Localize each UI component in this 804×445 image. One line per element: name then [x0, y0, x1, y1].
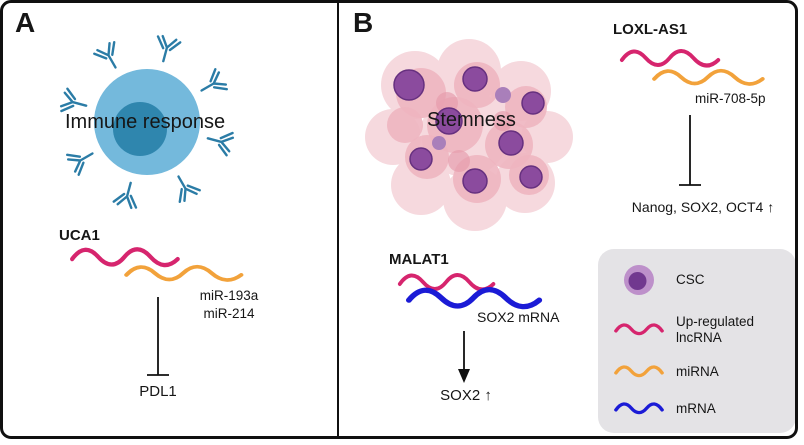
- pdl1-label: PDL1: [139, 383, 177, 400]
- immune-cell-illustration: [58, 33, 236, 211]
- inhibition-tbar-icon: [147, 297, 169, 376]
- sox2-mrna-wave-icon: [405, 287, 543, 310]
- mirna-labels: miR-193a miR-214: [181, 287, 277, 323]
- loxl-lncrna-wave-icon: [619, 49, 721, 68]
- mirna-wave-icon: [612, 362, 666, 382]
- sox2-label: SOX2 ↑: [431, 387, 501, 404]
- uca1-mirna-wave-icon: [124, 264, 244, 282]
- mir-193a-label: miR-193a: [199, 288, 259, 303]
- legend-label-lncrna: Up-regulated lncRNA: [676, 313, 755, 345]
- panel-b-label: B: [353, 7, 374, 38]
- legend-item-mirna: miRNA: [612, 362, 782, 382]
- stem-cell-cluster-illustration: [365, 39, 573, 231]
- legend-item-csc: CSC: [612, 263, 782, 297]
- loxl-as1-label: LOXL-AS1: [613, 21, 688, 38]
- malat1-lncrna-wave-icon: [397, 273, 496, 292]
- sox2-text: SOX2: [440, 387, 481, 404]
- legend-item-mrna: mRNA: [612, 399, 782, 419]
- figure-panel: A Immune response UCA1 miR-193a: [0, 0, 798, 439]
- up-arrow: ↑: [767, 199, 775, 215]
- panel-a: A Immune response UCA1 miR-193a: [3, 3, 337, 436]
- panel-a-label: A: [15, 7, 36, 38]
- mrna-wave-icon: [612, 399, 666, 419]
- mir-708-5p-label: miR-708-5p: [695, 91, 766, 106]
- mir-214-label: miR-214: [203, 306, 255, 322]
- sox2-mrna-label: SOX2 mRNA: [477, 309, 560, 325]
- induction-arrow-icon: [458, 331, 470, 383]
- upregulated-lncrna-wave-icon: [612, 320, 666, 340]
- uca1-lncrna-wave-icon: [70, 247, 180, 268]
- csc-cell-icon: [612, 263, 666, 297]
- loxl-targets-label: Nanog, SOX2, OCT4 ↑: [607, 199, 795, 215]
- panel-b: B Stemness LOXL-AS1: [339, 3, 795, 436]
- immune-response-caption: Immune response: [65, 111, 226, 133]
- legend-label-csc: CSC: [676, 271, 705, 287]
- panel-divider: [337, 3, 339, 436]
- loxl-targets-text: Nanog, SOX2, OCT4: [631, 199, 764, 215]
- uca1-label: UCA1: [59, 227, 100, 244]
- legend: CSC Up-regulated lncRNA miRNA mRNA: [598, 249, 795, 433]
- inhibition-tbar-icon: [679, 115, 701, 186]
- loxl-mirna-wave-icon: [652, 68, 765, 86]
- malat1-label: MALAT1: [389, 251, 449, 268]
- up-arrow: ↑: [484, 387, 492, 404]
- legend-item-lncrna: Up-regulated lncRNA: [612, 314, 782, 346]
- stemness-caption: Stemness: [427, 109, 516, 131]
- legend-label-mrna: mRNA: [676, 400, 716, 416]
- legend-label-mirna: miRNA: [676, 364, 719, 380]
